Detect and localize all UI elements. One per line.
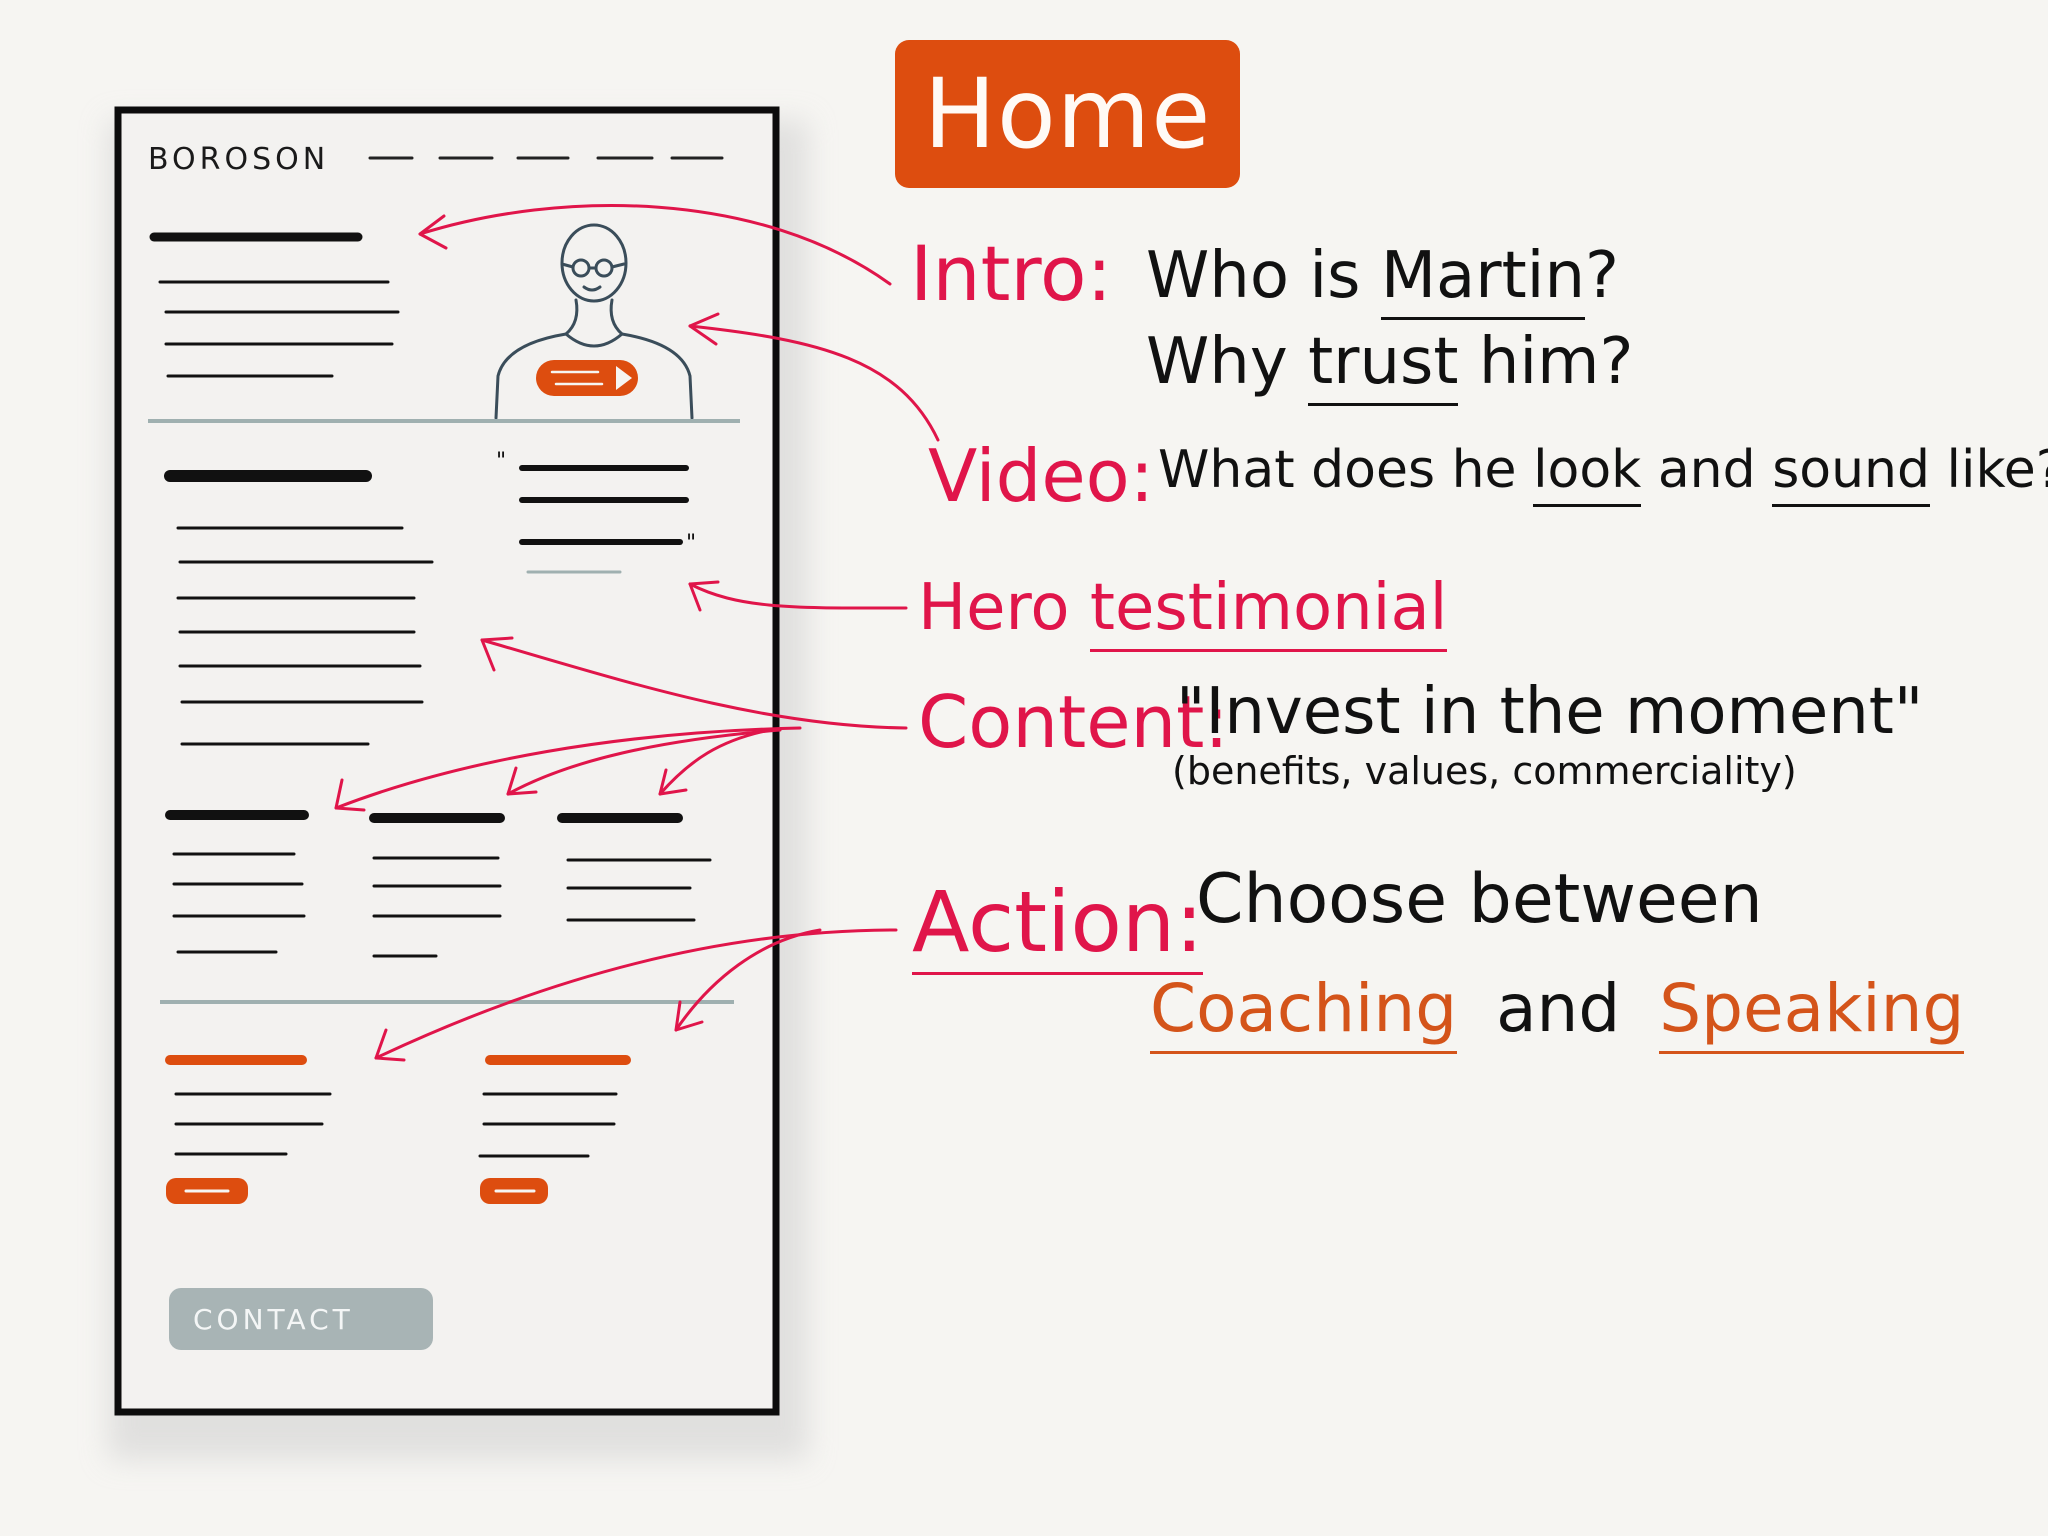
video-text3: like? bbox=[1946, 440, 2048, 500]
video-person-figure bbox=[494, 223, 694, 420]
arrow-video bbox=[688, 324, 940, 442]
intro-line2: Why trust him? bbox=[1146, 325, 1633, 406]
arrow-content-main bbox=[480, 638, 908, 730]
annotation-arrows bbox=[334, 204, 940, 1062]
action-label: Action: bbox=[912, 880, 1204, 975]
page-title: Home bbox=[895, 40, 1240, 188]
video-sound: sound bbox=[1772, 440, 1931, 507]
action-cards bbox=[165, 1055, 631, 1158]
action-text2: and bbox=[1496, 970, 1621, 1047]
intro-label: Intro: bbox=[910, 229, 1113, 318]
hero-testimonial-block: " " bbox=[496, 449, 696, 574]
video-play-button[interactable] bbox=[536, 360, 638, 396]
coaching-cta-button[interactable] bbox=[166, 1178, 248, 1204]
svg-text:": " bbox=[496, 449, 506, 474]
arrow-intro bbox=[418, 204, 892, 286]
video-line: What does he look and sound like? bbox=[1158, 440, 2048, 507]
video-text1: What does he bbox=[1158, 440, 1517, 500]
intro-line1: Who is Martin? bbox=[1146, 239, 1619, 320]
content-sub: (benefits, values, commerciality) bbox=[1172, 749, 1797, 793]
video-label: Video: bbox=[928, 434, 1154, 518]
hero-testimonial: testimonial bbox=[1089, 571, 1448, 652]
video-look: look bbox=[1533, 440, 1642, 507]
content-text-lines bbox=[164, 470, 434, 746]
intro-line1-name: Martin bbox=[1380, 239, 1585, 320]
content-quote: "Invest in the moment" bbox=[1176, 675, 1924, 749]
arrow-action bbox=[374, 928, 898, 1060]
mockup-brand-logo: BOROSON bbox=[148, 142, 330, 177]
content-label: Content: bbox=[918, 680, 1229, 764]
intro-line2-trust: trust bbox=[1308, 325, 1459, 406]
action-speaking: Speaking bbox=[1659, 970, 1965, 1054]
video-text2: and bbox=[1657, 440, 1756, 500]
action-text1: Choose between bbox=[1196, 860, 1763, 939]
speaking-cta-button[interactable] bbox=[480, 1178, 548, 1204]
three-columns bbox=[165, 810, 712, 958]
intro-text-lines bbox=[149, 232, 400, 378]
intro-line2-text: Why bbox=[1146, 325, 1288, 399]
action-line2: Coaching and Speaking bbox=[1150, 970, 1965, 1054]
contact-button[interactable]: CONTACT bbox=[169, 1288, 433, 1350]
mockup-frame bbox=[114, 106, 780, 1416]
hero-annotation: Hero testimonial bbox=[918, 571, 1448, 652]
intro-line1-text: Who is bbox=[1146, 239, 1361, 313]
intro-line1-end: ? bbox=[1585, 239, 1619, 313]
svg-text:": " bbox=[686, 531, 696, 556]
action-coaching: Coaching bbox=[1150, 970, 1458, 1054]
hero-label: Hero bbox=[918, 571, 1070, 645]
intro-line2-end: him? bbox=[1478, 325, 1634, 399]
arrow-hero bbox=[688, 582, 908, 610]
